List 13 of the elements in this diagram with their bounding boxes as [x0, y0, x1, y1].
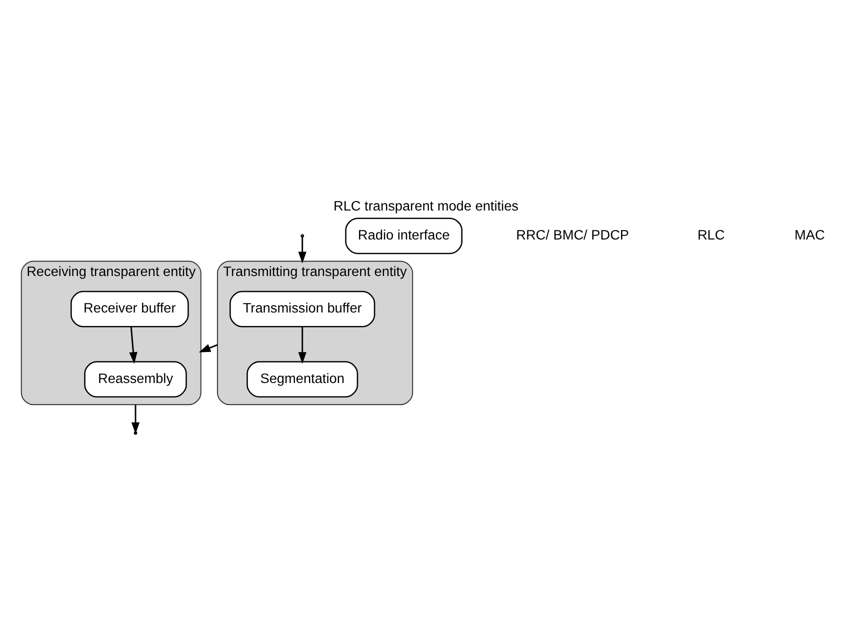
node-box: Segmentation — [246, 361, 358, 398]
node-box: Receiver buffer — [70, 290, 189, 328]
arrow — [298, 326, 306, 364]
arrow — [298, 237, 306, 264]
label: RLC — [697, 228, 725, 243]
arrow — [198, 344, 218, 352]
diagram-title: RLC transparent mode entities — [333, 198, 519, 214]
label: MAC — [794, 228, 825, 243]
node-box: Radio interface — [345, 218, 462, 254]
label: RRC/ BMC/ PDCP — [516, 228, 630, 243]
node-box: Reassembly — [84, 361, 187, 398]
node-box: Transmission buffer — [230, 290, 376, 328]
arrow — [129, 326, 138, 364]
